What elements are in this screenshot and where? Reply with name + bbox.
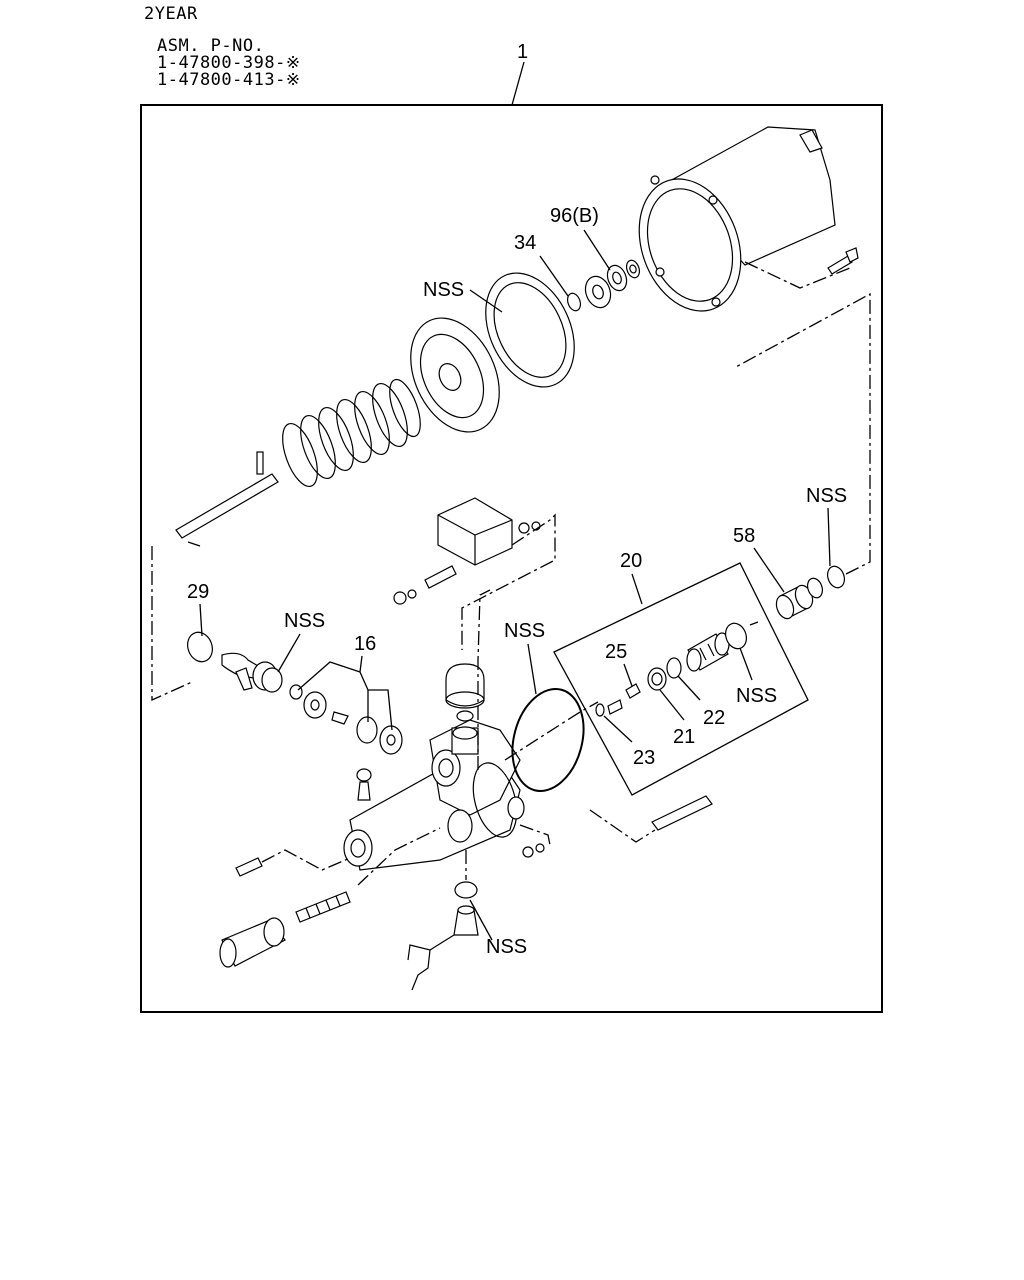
valve-spool bbox=[686, 632, 730, 672]
leader-nss-bottom bbox=[469, 899, 493, 941]
bleeder-screw bbox=[356, 768, 372, 801]
leader-nss-mid bbox=[739, 647, 753, 681]
callout-21: 21 bbox=[673, 726, 695, 748]
callout-nss-ring: NSS bbox=[806, 485, 847, 507]
o-ring-22 bbox=[666, 657, 682, 679]
callout-23: 23 bbox=[633, 747, 655, 769]
callout-nss-mid: NSS bbox=[736, 685, 777, 707]
callout-assembly: 1 bbox=[517, 41, 528, 63]
callout-34: 34 bbox=[514, 232, 536, 254]
washer-96b bbox=[606, 264, 628, 292]
piston-58 bbox=[775, 584, 814, 620]
leader-22 bbox=[677, 675, 701, 701]
part-number-2: 1-47800-413-※ bbox=[157, 70, 301, 90]
leader-16 bbox=[297, 655, 393, 731]
piston-plate bbox=[410, 317, 500, 433]
cover-centerline bbox=[461, 513, 556, 650]
leader-58 bbox=[753, 547, 785, 593]
callout-16: 16 bbox=[354, 633, 376, 655]
leader-nss-oring bbox=[527, 643, 537, 695]
leader-34 bbox=[539, 255, 569, 297]
mounting-bolt bbox=[235, 857, 263, 877]
nut bbox=[625, 259, 641, 279]
warranty-label: 2YEAR bbox=[144, 4, 198, 24]
callout-nss-oring: NSS bbox=[504, 620, 545, 642]
bushing bbox=[584, 275, 612, 309]
callout-nss-bottom: NSS bbox=[486, 936, 527, 958]
large-o-ring bbox=[511, 688, 585, 792]
valve-cover bbox=[437, 497, 513, 566]
pressure-switch bbox=[407, 905, 479, 991]
valve-25 bbox=[625, 683, 641, 699]
o-ring-bottom bbox=[454, 881, 478, 899]
lower-right-screw bbox=[522, 843, 545, 858]
callout-96b: 96(B) bbox=[550, 205, 599, 227]
leader-25 bbox=[623, 663, 633, 687]
sensor-plug bbox=[219, 917, 286, 968]
assembly-leader bbox=[511, 61, 525, 106]
kit-20-box bbox=[553, 562, 809, 796]
adjuster-centerline bbox=[357, 827, 441, 886]
bolt-centerline-lower bbox=[261, 849, 351, 871]
bolt-centerline bbox=[744, 261, 851, 289]
body-centerline bbox=[477, 589, 491, 770]
callout-29: 29 bbox=[187, 581, 209, 603]
leader-23 bbox=[603, 715, 633, 743]
o-ring-58 bbox=[806, 577, 824, 599]
valve-centerline bbox=[504, 701, 599, 761]
diaphragm-cap bbox=[445, 663, 485, 722]
diaphragm-seal bbox=[485, 272, 575, 388]
leader-29 bbox=[199, 603, 203, 637]
seat-21 bbox=[647, 667, 667, 691]
callout-25: 25 bbox=[605, 641, 627, 663]
spring-23 bbox=[595, 699, 623, 717]
left-centerline bbox=[151, 546, 193, 702]
elbow-fitting bbox=[221, 652, 283, 693]
right-centerline bbox=[733, 292, 871, 626]
callout-nss-left: NSS bbox=[284, 610, 325, 632]
rod-lower-right bbox=[651, 795, 713, 831]
booster-cylinder bbox=[638, 126, 836, 312]
diagram-frame bbox=[140, 104, 883, 1013]
snap-ring-nss bbox=[826, 565, 846, 589]
cylinder-bolt bbox=[827, 247, 859, 275]
callout-22: 22 bbox=[703, 707, 725, 729]
callout-58: 58 bbox=[733, 525, 755, 547]
callout-20: 20 bbox=[620, 550, 642, 572]
screw-centerline bbox=[519, 824, 551, 846]
check-valve-parts bbox=[289, 684, 403, 755]
push-rod bbox=[175, 451, 279, 547]
leader-20 bbox=[631, 573, 643, 605]
hose-fitting bbox=[393, 565, 457, 605]
return-spring bbox=[282, 378, 421, 487]
valve-body bbox=[343, 719, 525, 871]
assembly-part-number-label: ASM. P-NO. bbox=[157, 36, 265, 56]
rod-centerline bbox=[589, 809, 656, 843]
cover-screw bbox=[518, 521, 541, 534]
leader-nss-left bbox=[277, 633, 301, 673]
callout-nss-seal: NSS bbox=[423, 279, 464, 301]
snap-ring-29 bbox=[187, 631, 213, 663]
leader-21 bbox=[659, 689, 685, 721]
o-ring-34 bbox=[566, 292, 582, 312]
part-number-1: 1-47800-398-※ bbox=[157, 53, 301, 73]
leader-96b bbox=[583, 229, 611, 271]
leader-nss-ring bbox=[827, 507, 831, 567]
leader-nss-seal bbox=[469, 289, 503, 313]
adjuster-spring bbox=[295, 891, 351, 923]
